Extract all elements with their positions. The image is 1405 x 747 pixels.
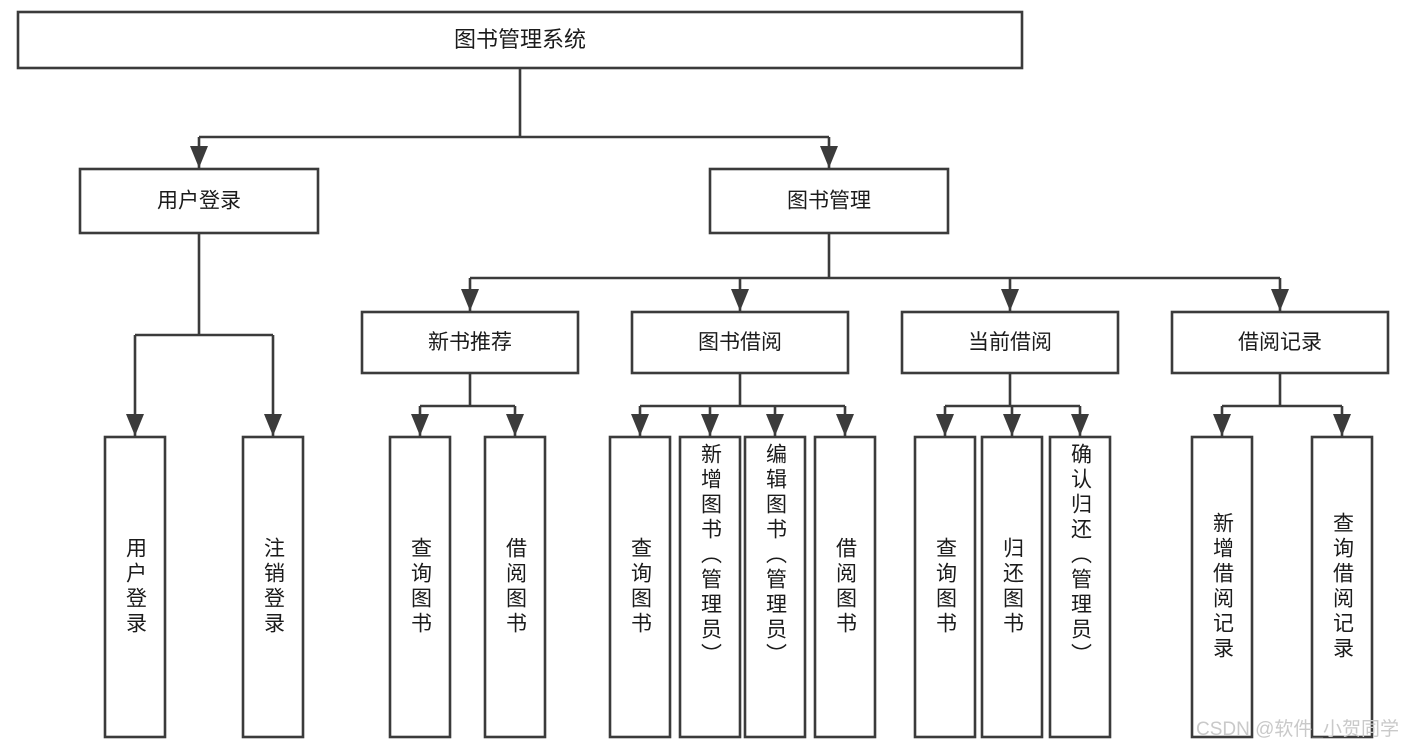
arrow-head-icon-图书借阅-leaf	[766, 414, 784, 436]
node-box-leaf-确认归还管理员[interactable]	[1048, 435, 1112, 739]
node-box-leaf-注销登录[interactable]	[241, 435, 305, 739]
node-box-leaf-编辑图书管理员[interactable]	[743, 435, 807, 739]
node-box-leaf-归还图书[interactable]	[980, 435, 1044, 739]
arrow-head-icon-mgmt-to-当前借阅	[1001, 289, 1019, 311]
arrow-head-icon-借阅记录-leaf	[1213, 414, 1231, 436]
arrow-head-icon-新书推荐-leaf	[506, 414, 524, 436]
node-box-l3-借阅记录[interactable]	[1170, 310, 1390, 375]
node-box-leaf-查询图书[interactable]	[608, 435, 672, 739]
node-box-leaf-借阅图书[interactable]	[813, 435, 877, 739]
arrow-head-icon-图书借阅-leaf	[631, 414, 649, 436]
arrow-head-icon-当前借阅-leaf	[1003, 414, 1021, 436]
node-label-l3-当前借阅: 当前借阅	[968, 331, 1052, 354]
node-box-leaf-新增图书管理员[interactable]	[678, 435, 742, 739]
node-box-root-图书管理系统[interactable]	[16, 10, 1024, 70]
arrow-head-icon-mgmt-to-新书推荐	[461, 289, 479, 311]
node-label-l2-用户登录: 用户登录	[157, 190, 241, 213]
node-box-layer	[16, 10, 1390, 739]
arrow-head-icon-当前借阅-leaf	[936, 414, 954, 436]
arrow-head-icon-root-to-图书管理	[820, 146, 838, 168]
node-box-leaf-查询图书[interactable]	[388, 435, 452, 739]
arrow-head-icon-新书推荐-leaf	[411, 414, 429, 436]
arrow-head-icon-mgmt-to-借阅记录	[1271, 289, 1289, 311]
arrow-head-icon-借阅记录-leaf	[1333, 414, 1351, 436]
arrow-head-icon-当前借阅-leaf	[1071, 414, 1089, 436]
node-box-l3-新书推荐[interactable]	[360, 310, 580, 375]
node-box-l2-用户登录[interactable]	[78, 167, 320, 235]
node-label-l2-图书管理: 图书管理	[787, 190, 871, 213]
node-label-l3-借阅记录: 借阅记录	[1238, 331, 1322, 354]
arrow-head-icon-login-leaf	[264, 414, 282, 436]
arrow-head-icon-图书借阅-leaf	[836, 414, 854, 436]
node-label-l3-图书借阅: 图书借阅	[698, 331, 782, 354]
connector-layer	[126, 68, 1351, 436]
arrow-head-icon-图书借阅-leaf	[701, 414, 719, 436]
node-box-l3-图书借阅[interactable]	[630, 310, 850, 375]
node-box-leaf-借阅图书[interactable]	[483, 435, 547, 739]
arrow-head-icon-login-leaf	[126, 414, 144, 436]
csdn-watermark: CSDN @软件_小贺同学	[1196, 719, 1399, 740]
node-box-leaf-用户登录[interactable]	[103, 435, 167, 739]
node-label-l3-新书推荐: 新书推荐	[428, 331, 512, 354]
node-box-leaf-新增借阅记录[interactable]	[1190, 435, 1254, 739]
arrow-head-icon-mgmt-to-图书借阅	[731, 289, 749, 311]
node-box-leaf-查询借阅记录[interactable]	[1310, 435, 1374, 739]
node-box-leaf-查询图书[interactable]	[913, 435, 977, 739]
node-box-l2-图书管理[interactable]	[708, 167, 950, 235]
arrow-head-icon-root-to-用户登录	[190, 146, 208, 168]
node-label-root-图书管理系统: 图书管理系统	[454, 27, 586, 52]
node-box-l3-当前借阅[interactable]	[900, 310, 1120, 375]
